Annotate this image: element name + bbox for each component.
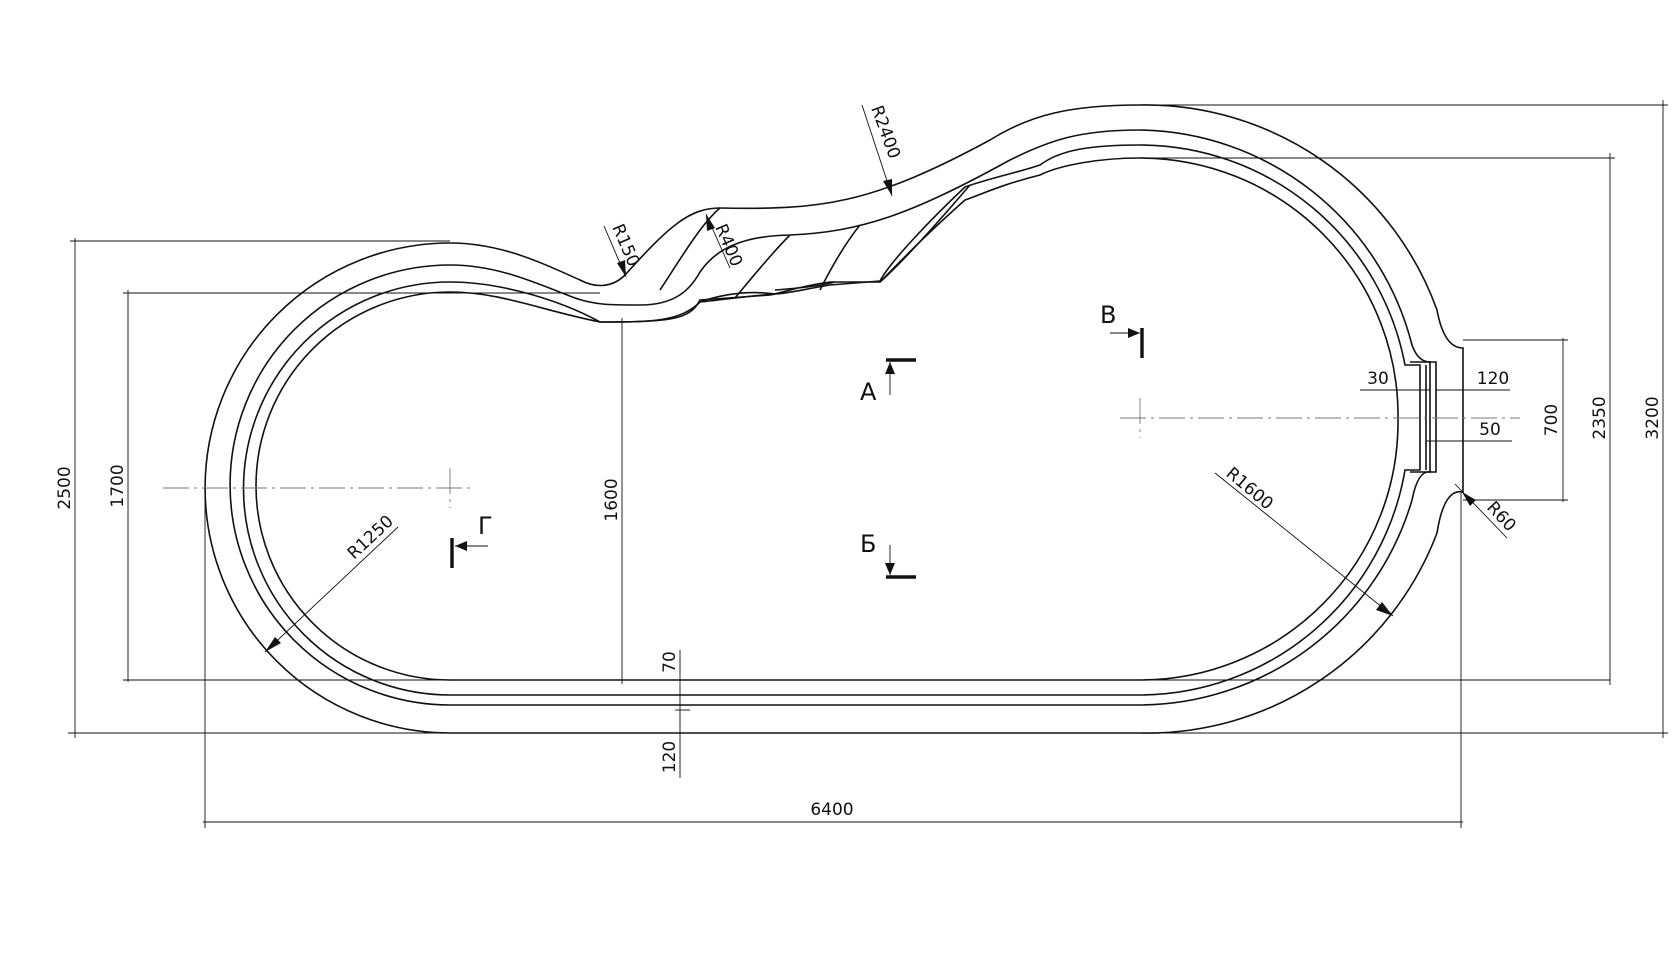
stair-riser-1 [699, 291, 776, 303]
r150-arrow [617, 260, 626, 277]
r1600-leader [1214, 472, 1394, 617]
pool-outer-rim [204, 104, 1464, 734]
section-v-arrow [1128, 328, 1140, 338]
radius-r2400: R2400 [866, 103, 904, 162]
dim-6400: 6400 [810, 800, 853, 820]
r1250-leader [264, 526, 399, 653]
radius-r1250: R1250 [344, 511, 398, 563]
dim-120-bottom: 120 [660, 741, 680, 773]
pool-wall-top [242, 144, 1421, 696]
section-g-arrow [455, 541, 467, 551]
r60-arrow [1462, 492, 1476, 506]
dim-30: 30 [1367, 369, 1389, 389]
radius-r60: R60 [1482, 498, 1519, 536]
dim-700: 700 [1542, 404, 1562, 436]
dim-1600: 1600 [602, 478, 622, 521]
skimmer-box [1410, 361, 1437, 473]
r400-arrow [706, 214, 715, 231]
dim-1700: 1700 [108, 464, 128, 507]
stair-tread-4 [879, 184, 971, 283]
pool-inner-edge [255, 157, 1399, 681]
section-b-label: Б [860, 530, 876, 558]
stair-tread-2 [734, 234, 791, 299]
radius-r400: R400 [710, 221, 746, 270]
section-a-label: А [860, 378, 877, 406]
dim-50: 50 [1479, 420, 1501, 440]
r1600-arrow [1376, 602, 1393, 616]
dim-2350: 2350 [1590, 396, 1610, 439]
r1250-arrow [265, 637, 281, 652]
stair-tread-1 [659, 207, 721, 291]
radius-r1600: R1600 [1222, 464, 1277, 515]
pool-rim-inner [229, 129, 1431, 706]
dim-3200: 3200 [1643, 396, 1663, 439]
section-v-label: В [1100, 301, 1116, 329]
dim-120-skimmer: 120 [1477, 369, 1509, 389]
dim-2500: 2500 [55, 466, 75, 509]
r2400-arrow [883, 179, 892, 196]
stair-tread-3 [819, 224, 861, 291]
section-b-arrow [885, 563, 895, 575]
section-g-label: Г [478, 512, 493, 540]
dim-70: 70 [660, 651, 680, 673]
stair-riser-2 [774, 281, 836, 291]
section-a-arrow [885, 362, 895, 374]
